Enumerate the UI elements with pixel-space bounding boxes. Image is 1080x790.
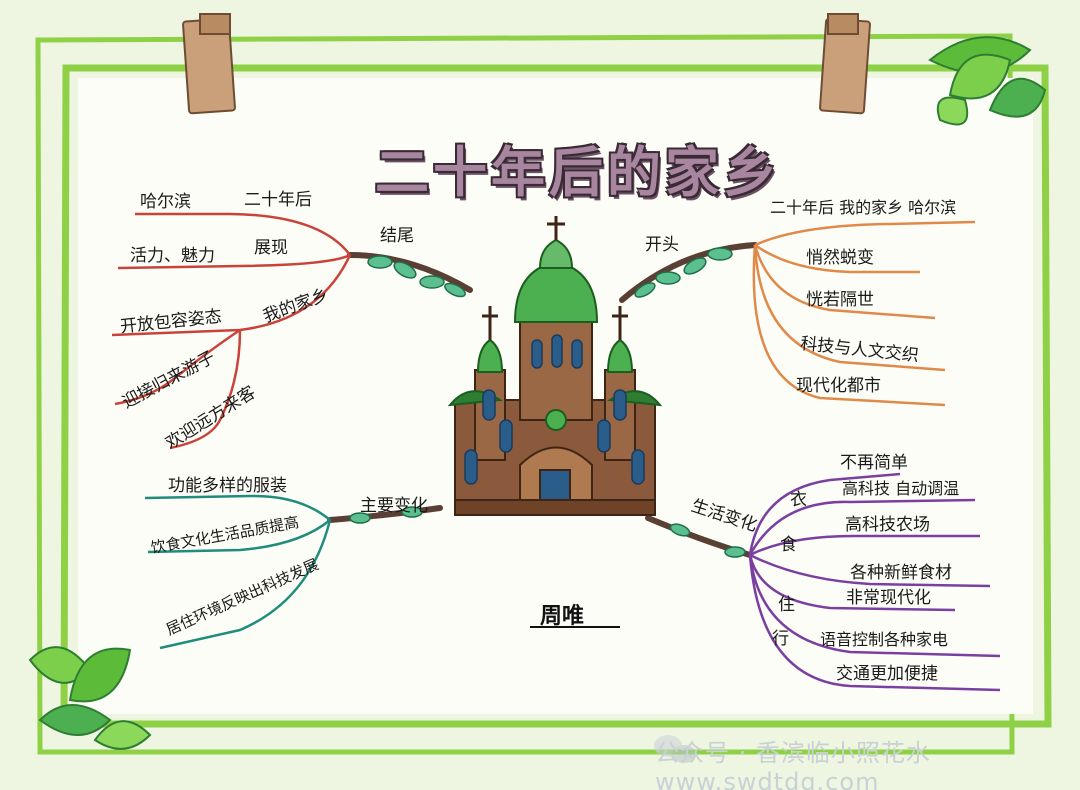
leaves-bottom-left xyxy=(28,646,152,750)
changes-lines xyxy=(144,494,332,650)
outer-frame xyxy=(35,33,1015,755)
opening-item: 恍若隔世 xyxy=(806,290,874,310)
life-item: 高科技农场 xyxy=(845,515,930,535)
tape-right xyxy=(819,13,871,115)
page-title: 二十年后的家乡 xyxy=(375,141,781,204)
wechat-icon xyxy=(654,735,696,763)
changes-branch-label: 主要变化 xyxy=(360,496,428,516)
life-item: 高科技 自动调温 xyxy=(842,479,960,498)
ending-item: 哈尔滨 xyxy=(140,192,191,212)
ending-item: 二十年后 xyxy=(244,190,312,210)
life-lines xyxy=(748,472,1001,692)
church-illustration xyxy=(447,216,663,516)
vine-leaves xyxy=(349,247,746,558)
life-item: 语音控制各种家电 xyxy=(820,630,949,649)
opening-item: 现代化都市 xyxy=(796,376,881,396)
life-category: 行 xyxy=(772,629,789,649)
life-item: 不再简单 xyxy=(840,453,908,473)
watermark-text: 公众号 · 香滨临小照花水 www.swdtdq.com xyxy=(655,739,931,790)
ending-branch-label: 结尾 xyxy=(380,226,414,246)
opening-lines xyxy=(752,220,976,407)
opening-item: 悄然蜕变 xyxy=(806,248,874,268)
life-category: 衣 xyxy=(790,490,807,510)
ending-lines xyxy=(111,212,352,450)
changes-item: 功能多样的服装 xyxy=(168,476,287,496)
life-item: 各种新鲜食材 xyxy=(850,563,952,583)
life-category: 住 xyxy=(778,595,795,615)
opening-item: 二十年后 我的家乡 哈尔滨 xyxy=(770,198,957,217)
life-item: 非常现代化 xyxy=(846,588,931,608)
leaves-top-right xyxy=(928,36,1047,126)
ending-item: 展现 xyxy=(254,238,288,258)
ending-item: 活力、魅力 xyxy=(130,246,215,266)
opening-branch-label: 开头 xyxy=(645,235,679,255)
tape-left xyxy=(182,13,236,115)
author-name: 周唯 xyxy=(540,604,585,629)
life-category: 食 xyxy=(780,535,797,555)
life-item: 交通更加便捷 xyxy=(836,664,938,684)
